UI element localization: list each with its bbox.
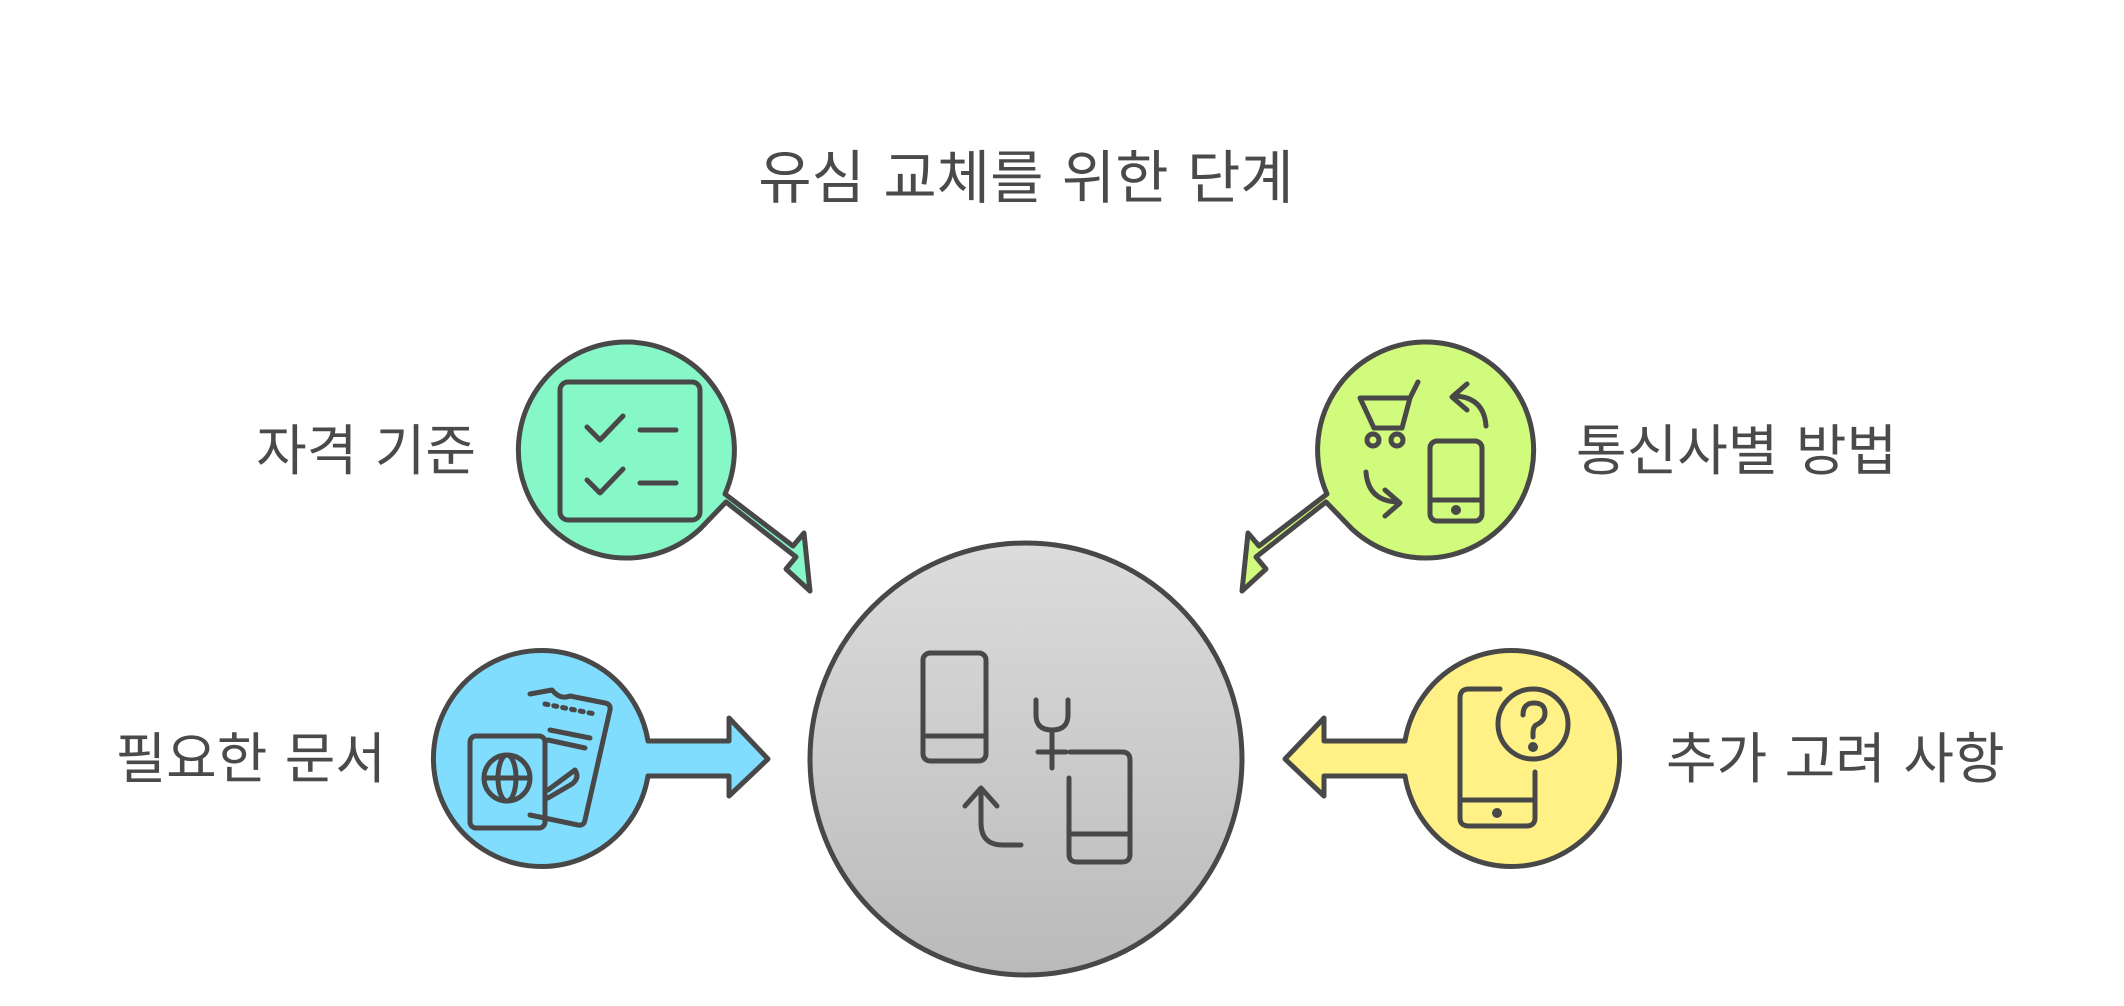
cart-phone-exchange-icon xyxy=(1357,379,1489,524)
sim-swap-icon xyxy=(920,650,1133,865)
considerations-bubble xyxy=(1282,648,1622,869)
center-node xyxy=(807,540,1245,978)
checklist-icon xyxy=(557,379,703,523)
center-circle xyxy=(807,540,1245,978)
label-carrier: 통신사별 방법 xyxy=(1576,419,1897,483)
phone-question-icon xyxy=(1457,686,1571,829)
label-documents: 필요한 문서 xyxy=(116,727,386,791)
node-carrier: 통신사별 방법 xyxy=(1239,339,1897,594)
eligibility-bubble xyxy=(515,339,813,594)
node-eligibility: 자격 기준 xyxy=(256,339,813,594)
label-eligibility: 자격 기준 xyxy=(256,419,476,483)
diagram-title: 유심 교체를 위한 단계 xyxy=(758,144,1294,212)
node-documents: 필요한 문서 xyxy=(116,648,771,869)
passport-ticket-icon xyxy=(467,687,613,831)
node-considerations: 추가 고려 사항 xyxy=(1282,648,2005,869)
label-considerations: 추가 고려 사항 xyxy=(1666,727,2005,791)
carrier-bubble xyxy=(1239,339,1537,594)
